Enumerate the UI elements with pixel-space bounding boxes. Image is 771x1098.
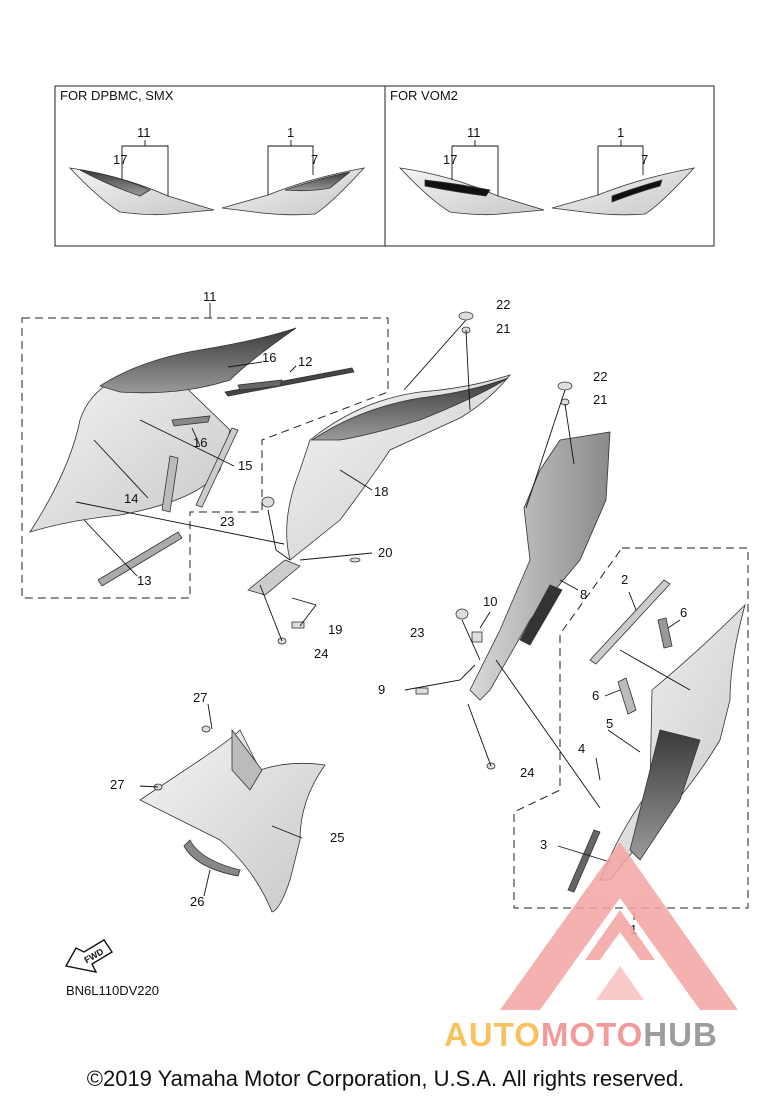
part-1-side-cover <box>567 579 746 893</box>
inset-left-parts: 11 17 1 7 <box>68 125 366 216</box>
callout-21a: 21 <box>496 321 510 336</box>
callout-5: 5 <box>606 716 613 731</box>
copyright-notice: ©2019 Yamaha Motor Corporation, U.S.A. A… <box>86 1066 685 1091</box>
callout-24a: 24 <box>314 646 328 661</box>
variant-inset-box: FOR DPBMC, SMX FOR VOM2 11 17 1 7 11 17 … <box>54 85 715 247</box>
callout-23a: 23 <box>220 514 234 529</box>
automotohub-logo: AUTOMOTOHUB <box>444 842 738 1053</box>
callout-16b: 16 <box>193 435 207 450</box>
group-11-boundary <box>21 317 389 599</box>
inset-title-dpbmc: FOR DPBMC, SMX <box>60 88 174 103</box>
inset-left-label-11: 11 <box>137 125 151 140</box>
callout-18: 18 <box>374 484 388 499</box>
watermark-part-hub: HUB <box>643 1016 718 1053</box>
callout-9: 9 <box>378 682 385 697</box>
group-1-boundary <box>513 547 749 909</box>
part-8-bracket <box>469 431 611 701</box>
inset-left-label-1: 1 <box>287 125 294 140</box>
part-18-cover <box>247 374 512 596</box>
callout-10: 10 <box>483 594 497 609</box>
fwd-arrow-icon: FWD <box>64 939 113 973</box>
watermark-part-moto: MOTO <box>541 1016 643 1053</box>
callouts: 11 16 12 16 15 14 13 18 22 21 22 21 23 2… <box>110 289 687 937</box>
callout-6b: 6 <box>592 688 599 703</box>
inset-right-label-11: 11 <box>467 125 481 140</box>
callout-6a: 6 <box>680 605 687 620</box>
callout-3: 3 <box>540 837 547 852</box>
callout-4: 4 <box>578 741 585 756</box>
callout-25: 25 <box>330 830 344 845</box>
watermark-part-auto: AUTO <box>444 1016 541 1053</box>
callout-15: 15 <box>238 458 252 473</box>
inset-left-label-7: 7 <box>311 152 318 167</box>
callout-19: 19 <box>328 622 342 637</box>
callout-20: 20 <box>378 545 392 560</box>
callout-24b: 24 <box>520 765 534 780</box>
inset-left-label-17: 17 <box>113 152 127 167</box>
callout-22b: 22 <box>593 369 607 384</box>
assembly-11 <box>29 327 355 587</box>
callout-16a: 16 <box>262 350 276 365</box>
callout-14: 14 <box>124 491 138 506</box>
diagram-code: BN6L110DV220 <box>66 983 159 998</box>
callout-23b: 23 <box>410 625 424 640</box>
callout-27b: 27 <box>110 777 124 792</box>
inset-right-label-17: 17 <box>443 152 457 167</box>
callout-27a: 27 <box>193 690 207 705</box>
callout-13: 13 <box>137 573 151 588</box>
callout-12: 12 <box>298 354 312 369</box>
inset-title-vom2: FOR VOM2 <box>390 88 458 103</box>
callout-8: 8 <box>580 587 587 602</box>
part-25-lower-cover <box>139 728 326 913</box>
callout-22a: 22 <box>496 297 510 312</box>
callout-21b: 21 <box>593 392 607 407</box>
callout-11: 11 <box>203 289 217 304</box>
svg-text:AUTOMOTOHUB: AUTOMOTOHUB <box>444 1016 718 1053</box>
leader-lines <box>75 303 691 920</box>
callout-2: 2 <box>621 572 628 587</box>
callout-26: 26 <box>190 894 204 909</box>
inset-right-label-1: 1 <box>617 125 624 140</box>
inset-right-label-7: 7 <box>641 152 648 167</box>
inset-right-parts: 11 17 1 7 <box>398 125 696 216</box>
